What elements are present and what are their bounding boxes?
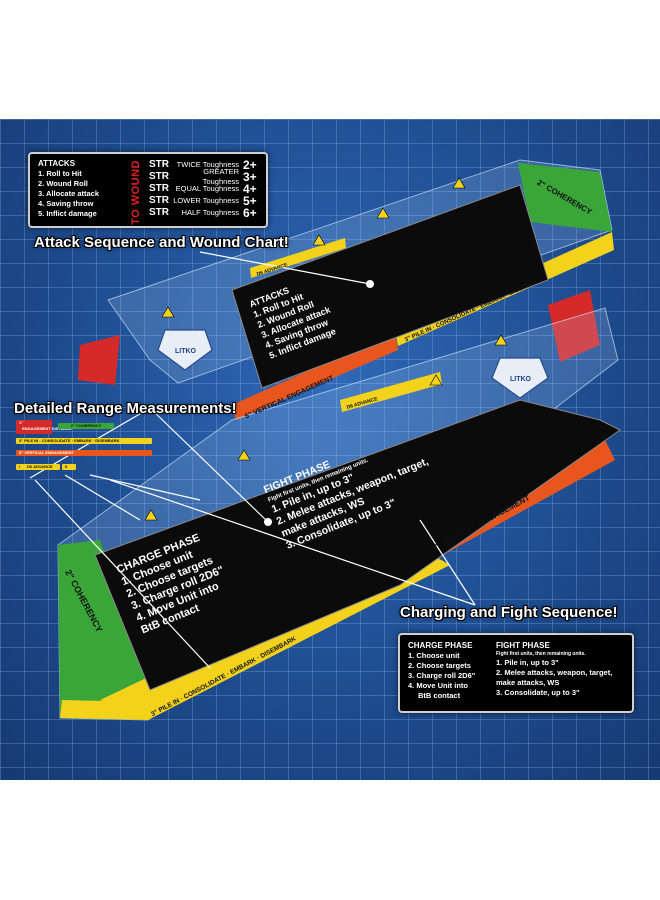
charge-fight-panel: CHARGE PHASE 1. Choose unit 2. Choose ta… [398, 633, 634, 713]
advance-number-chip: 6 [62, 464, 76, 470]
fight-step: 1. Pile in, up to 3" [496, 658, 559, 667]
attack-step: 1. Roll to Hit [38, 169, 82, 178]
upper-rule-panel [231, 184, 549, 389]
fight-step: 3. Consolidate, up to 3" [496, 688, 580, 697]
upper-engagement-red-left [78, 335, 120, 385]
wound-row: STR GREATER Toughness 3+ [149, 167, 257, 186]
wound-chart: STR TWICE Toughness 2+ STR GREATER Tough… [147, 159, 259, 219]
vertical-chip: 5" VERTICAL ENGAGEMENT [16, 450, 152, 456]
wound-row: STR LOWER Toughness 5+ [149, 194, 257, 208]
range-callout: Detailed Range Measurements! [14, 400, 237, 417]
attack-step: 5. Inflict damage [38, 209, 97, 218]
charge-heading: CHARGE PHASE [408, 641, 473, 650]
wound-row: STR EQUAL Toughness 4+ [149, 182, 257, 196]
fight-step: 2. Melee attacks, weapon, target, [496, 668, 613, 677]
engagement-chip: 1" [16, 420, 52, 434]
attacks-heading: ATTACKS [38, 159, 76, 168]
lower-brand-badge [491, 357, 549, 399]
lower-advance-strip [340, 372, 442, 412]
coherency-chip: 2" COHERENCY [58, 423, 114, 429]
fight-subtext: Fight first units, then remaining units. [496, 651, 586, 657]
lower-yellow-edge [60, 700, 150, 720]
to-wound-label: TO WOUND [130, 160, 142, 225]
warning-icon: ! [16, 464, 26, 470]
fight-sequence-callout: Charging and Fight Sequence! [400, 604, 618, 621]
attack-step: 4. Saving throw [38, 199, 94, 208]
upper-vertical-strip [232, 332, 398, 420]
attack-step: 3. Allocate attack [38, 189, 99, 198]
advance-chip: D6 ADVANCE [24, 464, 60, 470]
pile-in-chip: 3" PILE IN · CONSOLIDATE · EMBARK · DISE… [16, 438, 152, 444]
upper-brand-badge [157, 329, 213, 371]
charge-step: 3. Charge roll 2D6" [408, 671, 476, 680]
range-samples: 1" ENGAGEMENT DISTANCE 2" COHERENCY 3" P… [16, 420, 156, 486]
lower-rule-panel [94, 399, 621, 691]
charge-step: 4. Move Unit into [408, 681, 468, 690]
upper-brand-text: LITKO [175, 348, 196, 355]
upper-advance-strip [250, 238, 346, 278]
charge-step: 2. Choose targets [408, 661, 471, 670]
attack-sequence-callout: Attack Sequence and Wound Chart! [34, 234, 289, 251]
fight-step: make attacks, WS [496, 678, 560, 687]
charge-step: 1. Choose unit [408, 651, 460, 660]
wound-row: STR HALF Toughness 6+ [149, 206, 257, 220]
fight-heading: FIGHT PHASE [496, 641, 550, 650]
attack-step: 2. Wound Roll [38, 179, 88, 188]
attacks-panel: ATTACKS 1. Roll to Hit 2. Wound Roll 3. … [28, 152, 268, 228]
lower-brand-text: LITKO [510, 376, 531, 383]
wound-row: STR TWICE Toughness 2+ [149, 158, 257, 172]
charge-step: BtB contact [418, 691, 461, 700]
upper-engagement-red-right [548, 290, 600, 362]
lower-coherency-strip [58, 540, 152, 720]
upper-coherency-strip [518, 163, 612, 232]
